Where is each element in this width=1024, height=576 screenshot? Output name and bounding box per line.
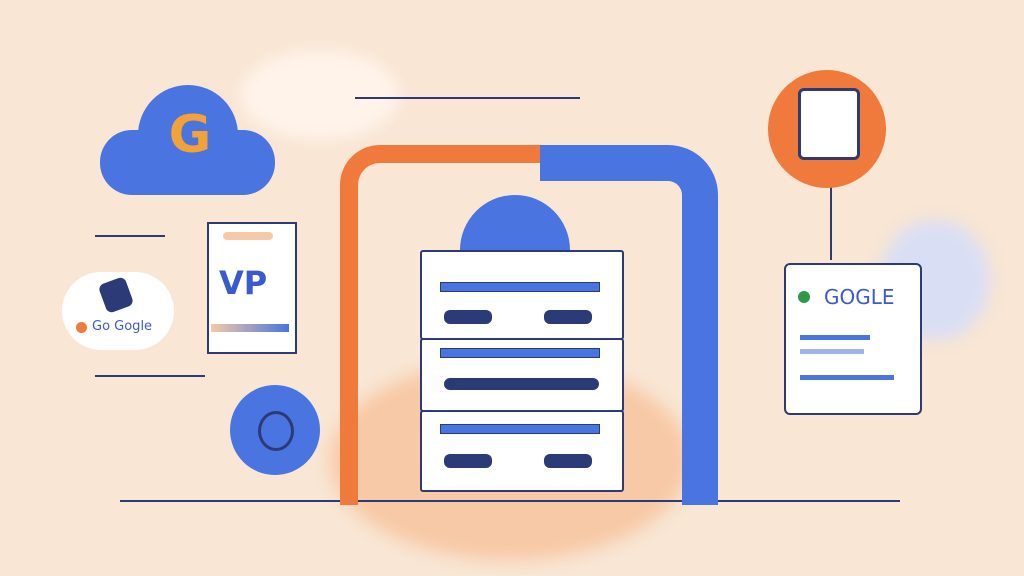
vp-card: VP — [207, 222, 297, 354]
app-icon — [97, 276, 135, 314]
server-unit — [420, 250, 624, 340]
green-dot-icon — [798, 291, 810, 303]
google-cloud-logo: G — [100, 85, 275, 195]
g-letter: G — [168, 105, 212, 165]
server-unit — [420, 338, 624, 412]
bg-blob — [240, 50, 400, 140]
connector-line — [830, 160, 832, 260]
card-title: GOGLE — [824, 285, 895, 309]
blue-arch — [540, 145, 718, 505]
orange-dot-icon — [76, 322, 87, 333]
connector-line — [95, 375, 205, 377]
bubble-text: Go Gogle — [92, 319, 153, 334]
vp-logo: VP — [219, 264, 268, 302]
google-card: GOGLE — [784, 263, 922, 415]
connector-line — [95, 235, 165, 237]
server-unit — [420, 410, 624, 492]
blue-circle-icon — [230, 385, 320, 475]
left-speech-bubble: Go Gogle — [62, 272, 174, 350]
connector-line — [355, 97, 580, 99]
server-badge — [768, 70, 886, 188]
server-icon — [798, 88, 860, 160]
orange-arch — [340, 145, 540, 505]
